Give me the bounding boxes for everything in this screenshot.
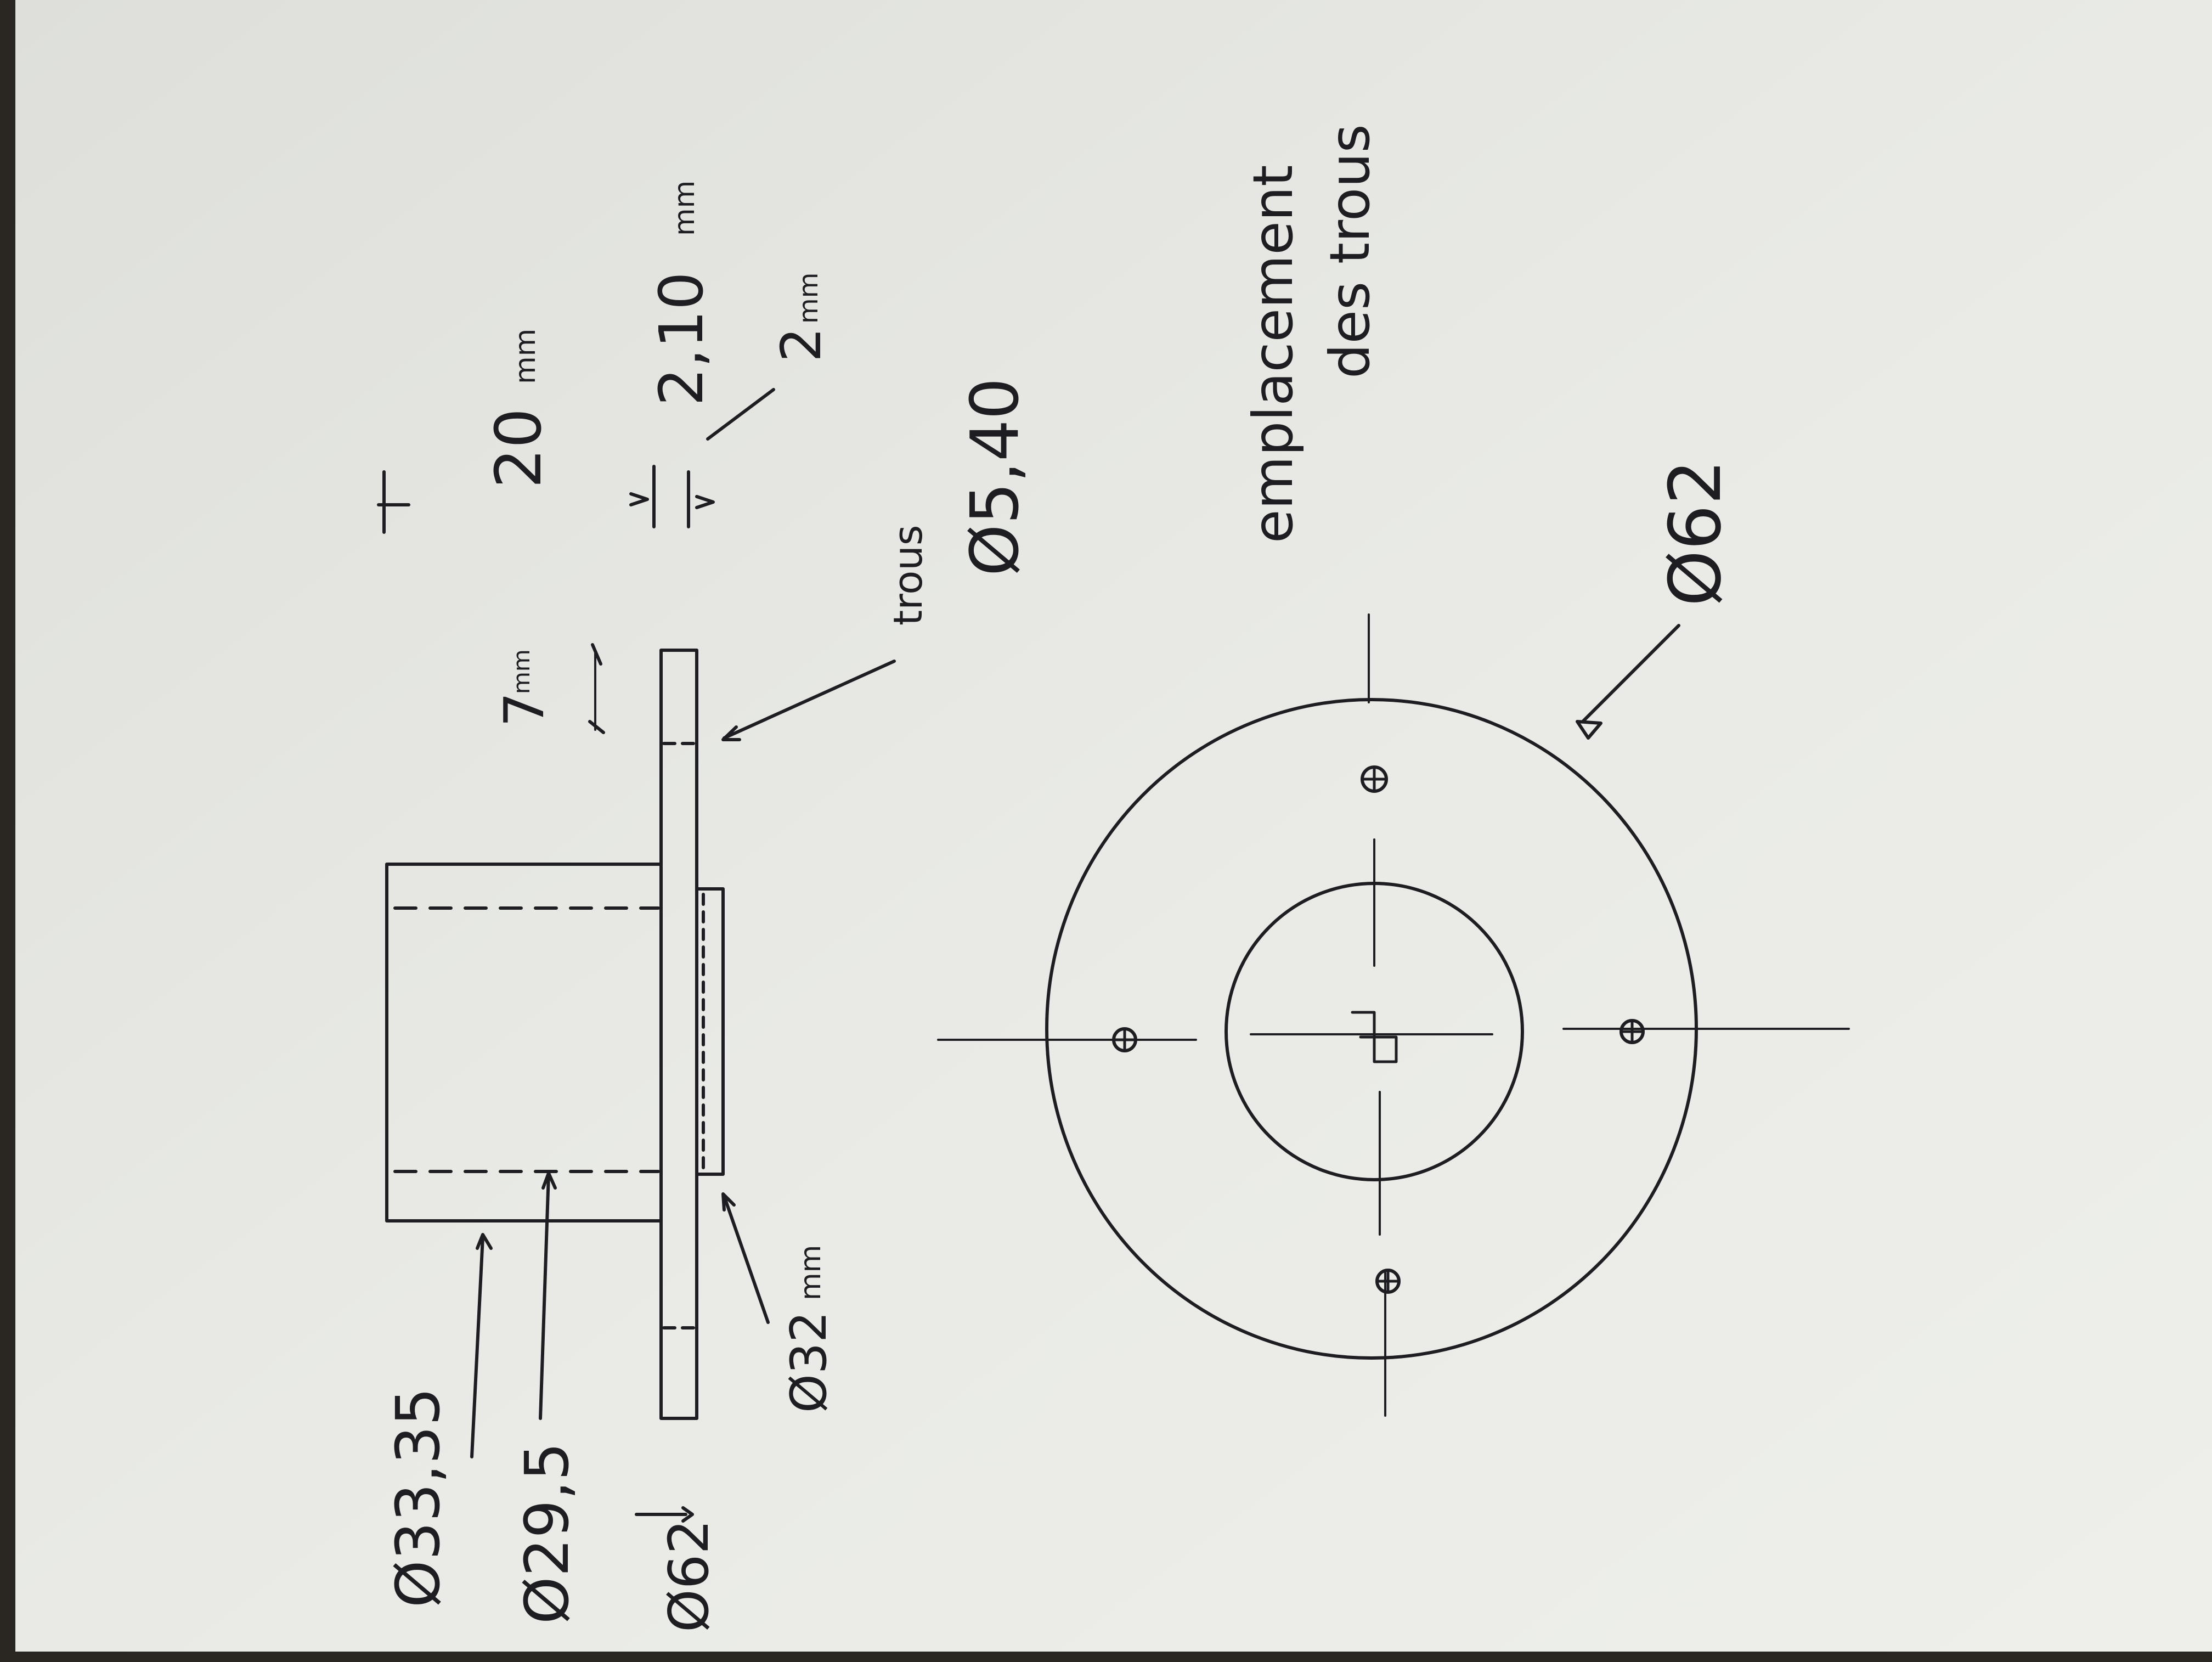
label-dia-outer-tube: Ø33,35 (383, 1388, 453, 1608)
label-recess-unit: mm (794, 1245, 827, 1300)
label-top-flange-dia: Ø62 (1654, 459, 1737, 606)
label-note-line1: emplacement (1241, 165, 1305, 543)
label-flange-edge-unit: mm (508, 649, 535, 694)
label-recess-depth: 2 (769, 327, 833, 362)
leader-recess (723, 1195, 770, 1324)
recess (695, 887, 725, 1176)
label-dia-recess: Ø32 (780, 1311, 838, 1413)
top-view (937, 613, 1850, 1417)
top-view-labels: Ø62 emplacement des trous (1241, 124, 1737, 606)
leader-holes (723, 660, 896, 740)
label-holes-word: trous (885, 525, 931, 626)
side-view (377, 388, 896, 1523)
label-note-line2: des trous (1318, 124, 1382, 379)
leader-recess-arrow (721, 1192, 736, 1212)
dim-210-arrow-b (695, 495, 715, 509)
label-height-total: 20 (482, 408, 556, 488)
center-square-mark (1351, 1011, 1398, 1063)
label-hole-dia: Ø5,40 (957, 378, 1034, 576)
leader-outer-tube-arrow (476, 1233, 493, 1250)
label-recess-depth-unit: mm (793, 272, 824, 324)
paper-sheet (15, 0, 2212, 1652)
leader-inner-tube-arrow (541, 1171, 557, 1190)
label-height-total-unit: mm (509, 329, 542, 384)
label-flange-thickness-unit: mm (668, 181, 701, 236)
leader-inner-tube (539, 1173, 550, 1420)
dim-7-tick-a (591, 643, 602, 666)
label-flange-thickness: 2,10 (646, 272, 716, 406)
leader-holes-arrow (721, 725, 741, 741)
leader-top-flange-dia-arrow (1576, 720, 1602, 740)
dim-7-tick-b (588, 720, 605, 734)
flange (659, 649, 698, 1420)
label-dia-flange: Ø62 (657, 1519, 721, 1632)
label-dia-inner-tube: Ø29,5 (512, 1442, 582, 1624)
leader-flange-dia-arrow (681, 1506, 694, 1523)
label-flange-edge-dist: 7 (492, 692, 556, 727)
dim-2-leader (706, 388, 775, 441)
leader-outer-tube (470, 1236, 484, 1458)
dim-210-arrow-a (629, 492, 649, 506)
side-view-labels: Ø33,35 Ø29,5 Ø62 Ø32 mm 7 mm trous Ø5,40… (383, 181, 1034, 1632)
leader-top-flange-dia (1581, 624, 1680, 723)
